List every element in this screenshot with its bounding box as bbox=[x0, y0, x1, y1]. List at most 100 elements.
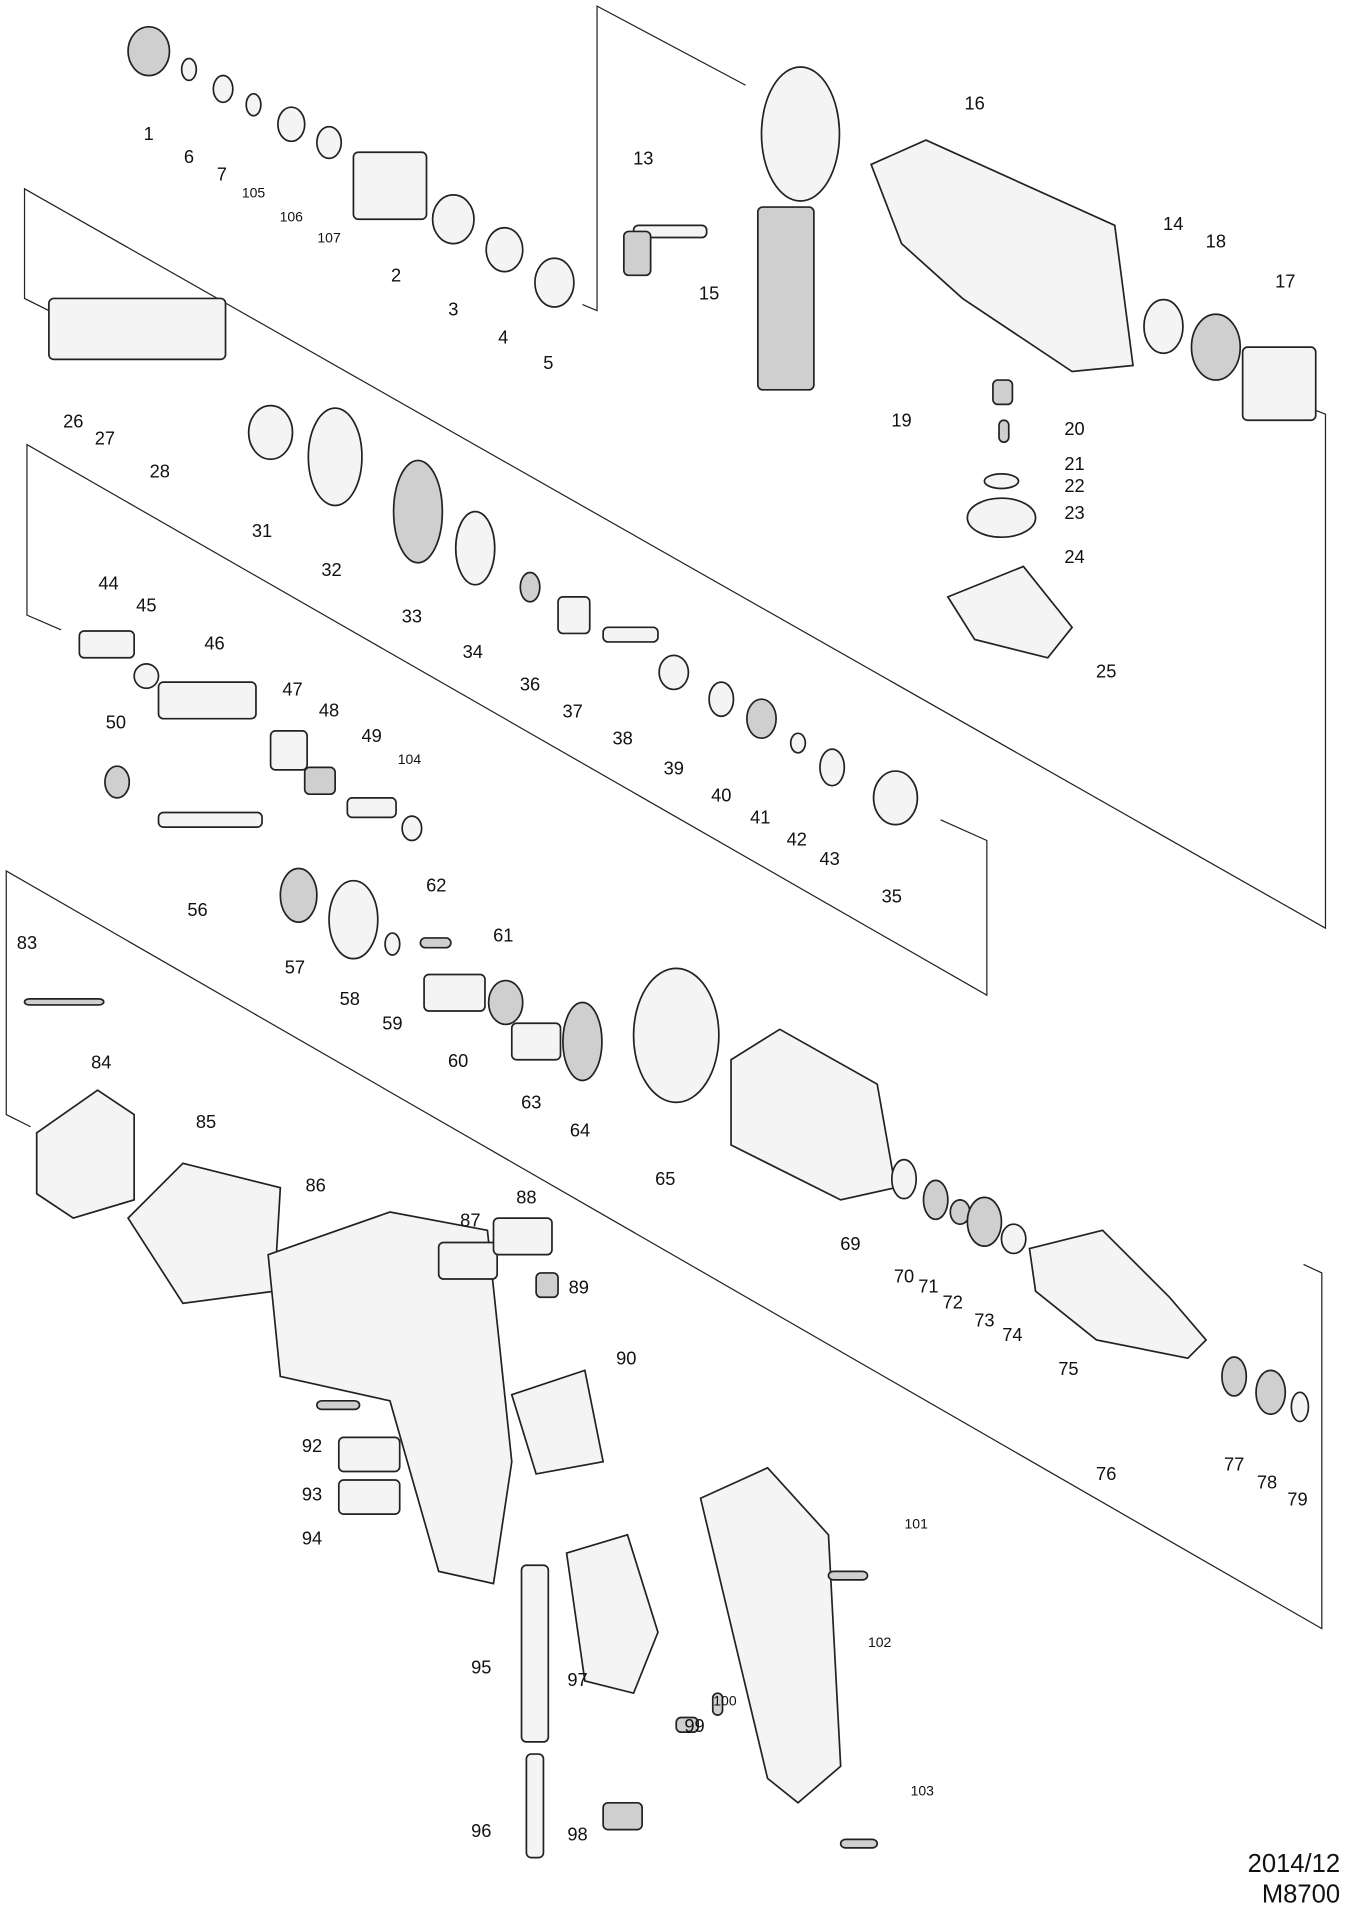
part-label-88[interactable]: 88 bbox=[516, 1186, 536, 1207]
part-label-103[interactable]: 103 bbox=[911, 1782, 935, 1798]
part-label-71[interactable]: 71 bbox=[918, 1275, 938, 1296]
part-label-96[interactable]: 96 bbox=[471, 1820, 491, 1841]
part-label-35[interactable]: 35 bbox=[882, 886, 902, 907]
part-label-79[interactable]: 79 bbox=[1287, 1489, 1307, 1510]
part-label-34[interactable]: 34 bbox=[463, 641, 483, 662]
part-label-65[interactable]: 65 bbox=[655, 1168, 675, 1189]
part-label-16[interactable]: 16 bbox=[964, 93, 984, 114]
part-label-75[interactable]: 75 bbox=[1058, 1358, 1078, 1379]
bolt-head-part bbox=[622, 230, 652, 277]
part-label-27[interactable]: 27 bbox=[95, 428, 115, 449]
part-label-46[interactable]: 46 bbox=[204, 632, 224, 653]
part-label-78[interactable]: 78 bbox=[1257, 1472, 1277, 1493]
part-label-20[interactable]: 20 bbox=[1064, 418, 1084, 439]
part-label-28[interactable]: 28 bbox=[150, 461, 170, 482]
part-label-106[interactable]: 106 bbox=[280, 209, 304, 225]
part-label-1[interactable]: 1 bbox=[144, 123, 154, 144]
part-label-95[interactable]: 95 bbox=[471, 1657, 491, 1678]
part-label-97[interactable]: 97 bbox=[567, 1669, 587, 1690]
part-label-98[interactable]: 98 bbox=[567, 1824, 587, 1845]
part-label-6[interactable]: 6 bbox=[184, 146, 194, 167]
part-label-59[interactable]: 59 bbox=[382, 1012, 402, 1033]
part-label-3[interactable]: 3 bbox=[448, 298, 458, 319]
part-label-73[interactable]: 73 bbox=[974, 1310, 994, 1331]
part-label-50[interactable]: 50 bbox=[106, 711, 126, 732]
part-label-4[interactable]: 4 bbox=[498, 327, 508, 348]
part-label-83[interactable]: 83 bbox=[17, 932, 37, 953]
gear-part bbox=[392, 459, 444, 564]
part-label-38[interactable]: 38 bbox=[612, 727, 632, 748]
ring-part bbox=[212, 74, 234, 104]
part-label-21[interactable]: 21 bbox=[1064, 453, 1084, 474]
ring-part bbox=[746, 698, 777, 740]
part-label-14[interactable]: 14 bbox=[1163, 213, 1183, 234]
part-label-64[interactable]: 64 bbox=[570, 1119, 590, 1140]
part-label-69[interactable]: 69 bbox=[840, 1233, 860, 1254]
part-label-47[interactable]: 47 bbox=[282, 679, 302, 700]
part-label-85[interactable]: 85 bbox=[196, 1111, 216, 1132]
ring-part bbox=[819, 748, 846, 787]
part-label-15[interactable]: 15 bbox=[699, 283, 719, 304]
part-label-39[interactable]: 39 bbox=[664, 758, 684, 779]
part-label-32[interactable]: 32 bbox=[321, 559, 341, 580]
part-label-56[interactable]: 56 bbox=[187, 899, 207, 920]
part-label-31[interactable]: 31 bbox=[252, 520, 272, 541]
part-label-93[interactable]: 93 bbox=[302, 1484, 322, 1505]
part-label-48[interactable]: 48 bbox=[319, 699, 339, 720]
model-code: M8700 bbox=[1262, 1881, 1340, 1909]
part-label-36[interactable]: 36 bbox=[520, 674, 540, 695]
part-label-26[interactable]: 26 bbox=[63, 411, 83, 432]
part-label-100[interactable]: 100 bbox=[713, 1692, 737, 1708]
part-label-104[interactable]: 104 bbox=[398, 751, 422, 767]
part-label-45[interactable]: 45 bbox=[136, 594, 156, 615]
part-label-42[interactable]: 42 bbox=[787, 828, 807, 849]
part-label-40[interactable]: 40 bbox=[711, 785, 731, 806]
part-label-86[interactable]: 86 bbox=[305, 1174, 325, 1195]
part-label-22[interactable]: 22 bbox=[1064, 475, 1084, 496]
part-label-99[interactable]: 99 bbox=[684, 1715, 704, 1736]
part-label-63[interactable]: 63 bbox=[521, 1091, 541, 1112]
part-label-7[interactable]: 7 bbox=[217, 163, 227, 184]
part-label-49[interactable]: 49 bbox=[362, 725, 382, 746]
part-label-44[interactable]: 44 bbox=[98, 573, 118, 594]
part-label-77[interactable]: 77 bbox=[1224, 1453, 1244, 1474]
screw-part bbox=[316, 1399, 361, 1411]
part-label-19[interactable]: 19 bbox=[891, 409, 911, 430]
part-label-43[interactable]: 43 bbox=[820, 848, 840, 869]
part-label-76[interactable]: 76 bbox=[1096, 1463, 1116, 1484]
part-label-58[interactable]: 58 bbox=[340, 988, 360, 1009]
part-label-5[interactable]: 5 bbox=[543, 352, 553, 373]
part-label-61[interactable]: 61 bbox=[493, 925, 513, 946]
part-label-41[interactable]: 41 bbox=[750, 806, 770, 827]
part-label-60[interactable]: 60 bbox=[448, 1050, 468, 1071]
part-label-90[interactable]: 90 bbox=[616, 1347, 636, 1368]
part-label-84[interactable]: 84 bbox=[91, 1051, 111, 1072]
part-label-94[interactable]: 94 bbox=[302, 1528, 322, 1549]
part-label-37[interactable]: 37 bbox=[563, 700, 583, 721]
part-label-23[interactable]: 23 bbox=[1064, 502, 1084, 523]
part-label-62[interactable]: 62 bbox=[426, 875, 446, 896]
part-label-89[interactable]: 89 bbox=[569, 1277, 589, 1298]
part-label-33[interactable]: 33 bbox=[402, 605, 422, 626]
part-label-107[interactable]: 107 bbox=[317, 229, 341, 245]
part-label-17[interactable]: 17 bbox=[1275, 270, 1295, 291]
part-label-25[interactable]: 25 bbox=[1096, 660, 1116, 681]
part-label-70[interactable]: 70 bbox=[894, 1266, 914, 1287]
part-label-2[interactable]: 2 bbox=[391, 264, 401, 285]
part-label-74[interactable]: 74 bbox=[1002, 1324, 1022, 1345]
part-label-13[interactable]: 13 bbox=[633, 147, 653, 168]
spring-part bbox=[998, 419, 1010, 444]
part-label-57[interactable]: 57 bbox=[285, 956, 305, 977]
part-label-92[interactable]: 92 bbox=[302, 1435, 322, 1456]
bearing-part bbox=[1221, 1356, 1248, 1397]
part-label-101[interactable]: 101 bbox=[905, 1516, 929, 1532]
part-label-102[interactable]: 102 bbox=[868, 1634, 892, 1650]
o-ring-part bbox=[983, 472, 1020, 490]
part-label-18[interactable]: 18 bbox=[1206, 230, 1226, 251]
part-label-105[interactable]: 105 bbox=[242, 184, 266, 200]
part-label-72[interactable]: 72 bbox=[943, 1291, 963, 1312]
screw-part bbox=[419, 937, 452, 949]
bearing-plate-part bbox=[423, 973, 486, 1012]
part-label-87[interactable]: 87 bbox=[460, 1210, 480, 1231]
part-label-24[interactable]: 24 bbox=[1064, 546, 1084, 567]
